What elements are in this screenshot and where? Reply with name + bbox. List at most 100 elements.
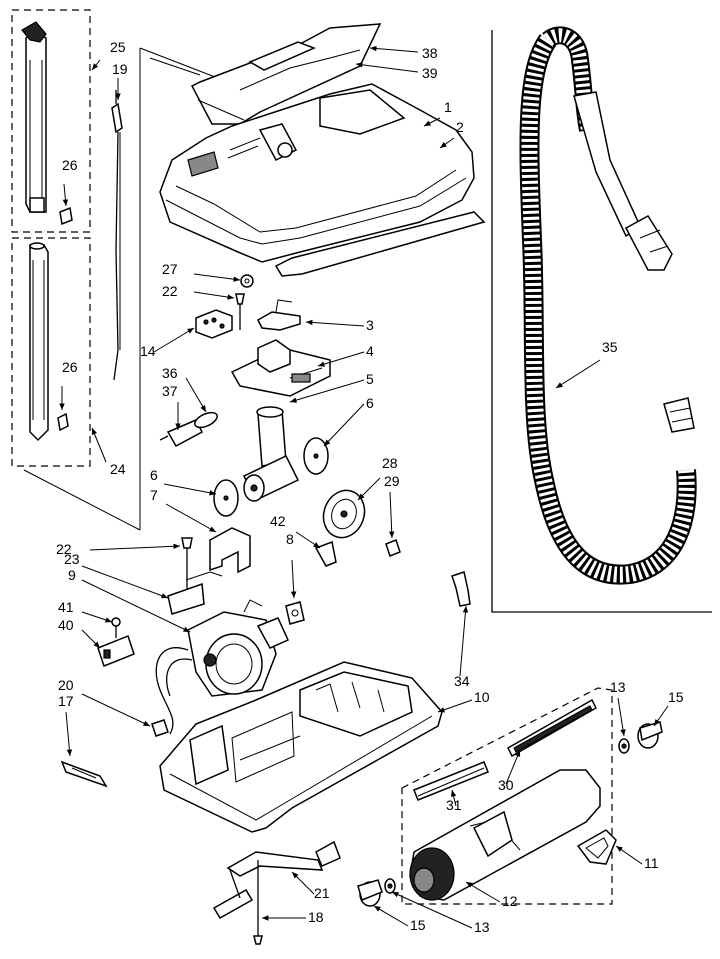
leader-line	[323, 403, 365, 447]
callout-number: 4	[366, 343, 374, 359]
pulley-wheel	[322, 489, 366, 539]
leader-arrowhead	[424, 120, 431, 126]
rear-axle	[253, 860, 263, 945]
cord-bracket	[167, 571, 223, 615]
callout-number: 40	[58, 617, 74, 633]
bulb-socket	[159, 419, 203, 448]
callout-number: 34	[454, 673, 470, 689]
callout-number: 6	[150, 467, 158, 483]
brush-roll	[409, 769, 601, 901]
leader-line	[289, 379, 365, 403]
leader-arrowhead	[115, 93, 121, 100]
leader-line	[305, 321, 365, 327]
brush-roll-box	[401, 687, 613, 905]
leader-arrowhead	[358, 493, 365, 500]
leader-arrowhead	[370, 45, 377, 52]
motor-guard	[209, 527, 251, 574]
leader-arrowhead	[440, 142, 447, 148]
callout-number: 1	[444, 99, 452, 115]
leader-arrowhead	[209, 490, 216, 496]
leader-arrowhead	[59, 403, 65, 410]
callout-number: 17	[58, 693, 74, 709]
leader-line	[193, 273, 241, 281]
callout-number: 11	[644, 855, 659, 871]
leader-line	[317, 351, 365, 367]
callout-number: 39	[422, 65, 438, 81]
washer-right	[618, 738, 630, 754]
washer-left	[384, 878, 396, 894]
leader-arrowhead	[143, 720, 150, 726]
motor-fan-housing	[242, 406, 300, 502]
bottom-plate	[60, 760, 108, 788]
motor-assembly	[187, 599, 289, 697]
leader-arrowhead	[324, 439, 331, 446]
callout-number: 7	[150, 487, 158, 503]
vacuum-hose	[519, 26, 697, 585]
leader-arrowhead	[91, 428, 97, 435]
callout-number: 5	[366, 371, 374, 387]
lower-wand	[29, 242, 49, 442]
callout-number: 6	[366, 395, 374, 411]
on-off-switch	[97, 635, 135, 667]
power-cord	[111, 90, 123, 381]
callout-number: 18	[308, 909, 324, 925]
leader-arrowhead	[466, 882, 473, 888]
leader-arrowhead	[392, 892, 399, 898]
leader-arrowhead	[290, 591, 297, 598]
callout-number: 13	[474, 919, 490, 935]
callout-number: 22	[162, 283, 178, 299]
callout-number: 23	[64, 551, 80, 567]
switch-housing	[230, 339, 331, 397]
callout-number: 29	[384, 473, 400, 489]
leader-line	[165, 503, 217, 533]
leader-line	[65, 711, 71, 757]
leader-arrowhead	[161, 593, 168, 599]
leader-line	[153, 327, 195, 353]
leader-line	[391, 891, 473, 929]
leader-arrowhead	[374, 906, 381, 912]
leader-arrowhead	[227, 294, 234, 300]
leader-arrowhead	[175, 423, 181, 430]
drive-belt	[576, 829, 617, 865]
end-cap-right	[637, 721, 663, 749]
impeller-disc-left	[213, 479, 239, 517]
callout-number: 14	[140, 343, 156, 359]
callout-number: 21	[314, 885, 330, 901]
leader-line	[389, 491, 393, 539]
callout-number: 37	[162, 383, 178, 399]
leader-arrowhead	[306, 319, 313, 326]
leader-arrowhead	[515, 750, 521, 757]
callout-number: 36	[162, 365, 178, 381]
leader-line	[81, 693, 151, 727]
callout-number: 12	[502, 893, 518, 909]
impeller-disc-right	[303, 437, 329, 475]
callout-number: 26	[62, 157, 78, 173]
leader-line	[555, 359, 601, 389]
leader-arrowhead	[292, 872, 299, 879]
callout-number: 35	[602, 339, 618, 355]
callout-number: 31	[446, 797, 462, 813]
leader-arrowhead	[183, 626, 190, 632]
leader-arrowhead	[616, 846, 623, 852]
motor-bracket	[257, 299, 301, 331]
leader-arrowhead	[318, 361, 325, 367]
wand-clip-top	[59, 206, 73, 226]
switch-screw	[111, 617, 121, 638]
leader-arrowhead	[105, 617, 112, 623]
callout-number: 20	[58, 677, 74, 693]
callout-number: 2	[456, 119, 464, 135]
leader-line	[355, 63, 419, 73]
leader-arrowhead	[356, 62, 363, 68]
small-clip	[314, 540, 337, 567]
nut-fastener	[240, 274, 254, 288]
callout-number: 25	[110, 39, 126, 55]
end-cap-left	[357, 879, 383, 907]
leader-arrowhead	[313, 542, 320, 548]
leader-arrowhead	[290, 397, 297, 403]
leader-arrowhead	[438, 707, 445, 713]
leader-arrowhead	[388, 531, 395, 538]
leader-arrowhead	[200, 405, 206, 412]
leader-arrowhead	[654, 719, 660, 726]
